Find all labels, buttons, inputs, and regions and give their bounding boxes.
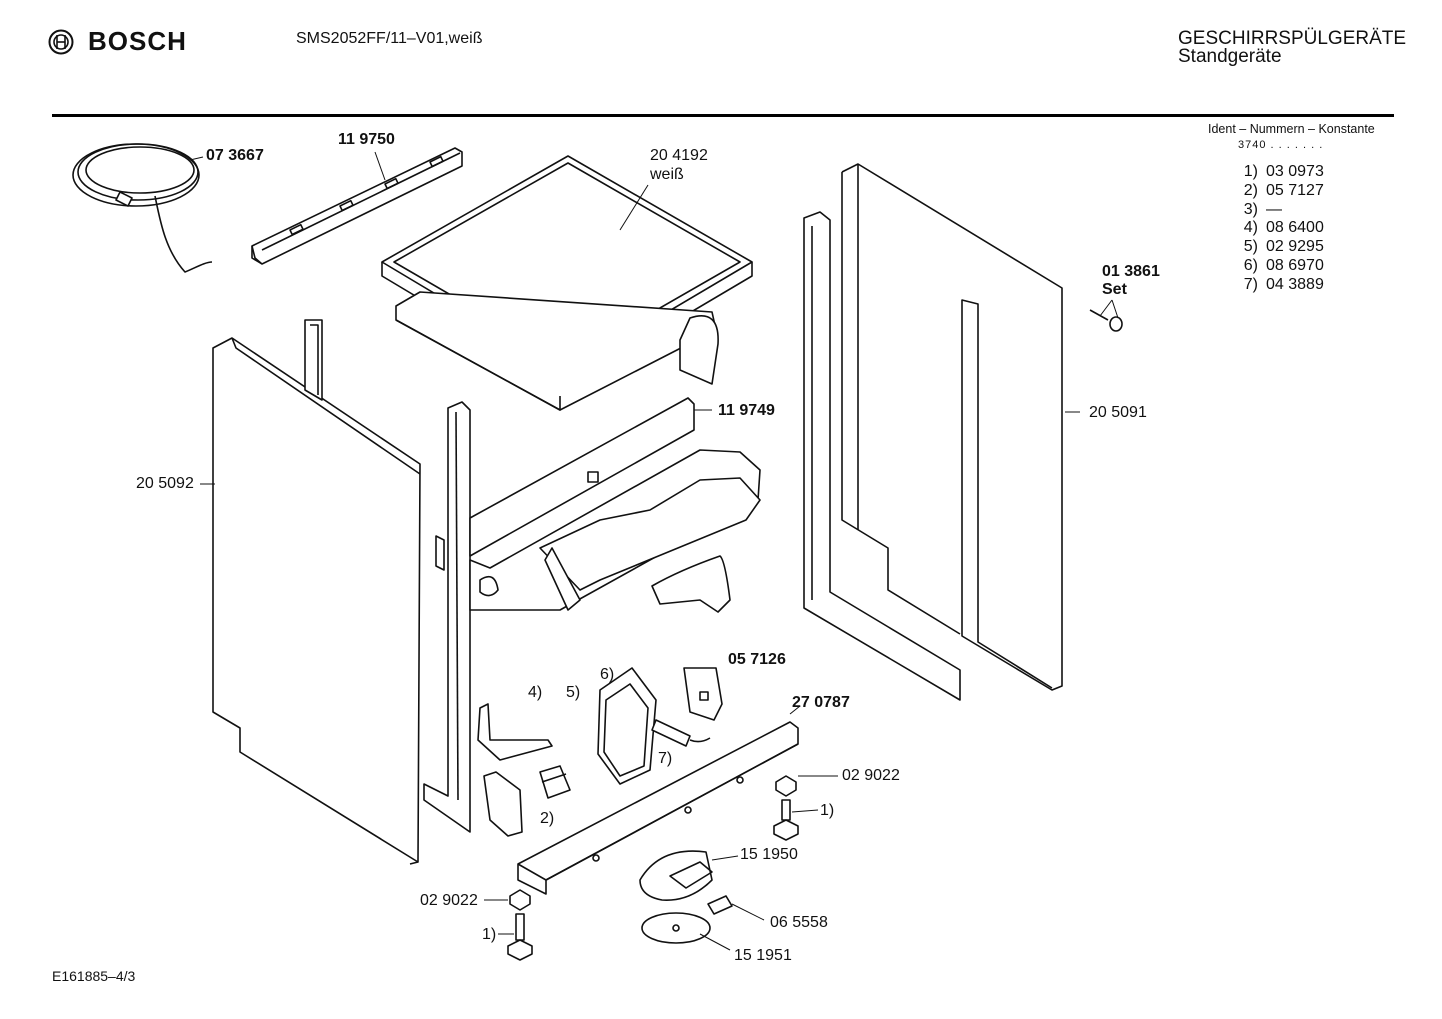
list-item: 4)08 6400 xyxy=(1243,219,1324,237)
part-label-151950: 15 1950 xyxy=(740,846,798,863)
part-label-205092: 20 5092 xyxy=(136,475,194,492)
header-divider xyxy=(52,114,1394,117)
rear-panel-part xyxy=(841,163,1063,691)
ref-label-1-right: 1) xyxy=(820,802,835,819)
part-label-065558: 06 5558 xyxy=(770,914,828,931)
part-label-073667: 07 3667 xyxy=(206,147,264,164)
list-item: 1)03 0973 xyxy=(1243,163,1324,180)
front-frame-rail-part xyxy=(423,401,471,833)
part-label-057126: 05 7126 xyxy=(728,651,786,668)
capacitor-7-part xyxy=(651,719,711,747)
ident-constant: 3740 . . . . . . . xyxy=(1238,139,1324,151)
power-cord-part xyxy=(72,143,213,273)
list-item: 5)02 9295 xyxy=(1243,238,1324,256)
ref-label-7: 7) xyxy=(658,750,673,767)
top-rail-part xyxy=(251,147,463,265)
list-item: 2)05 7127 xyxy=(1243,181,1324,199)
category-title: GESCHIRRSPÜLGERÄTE Standgeräte xyxy=(1178,28,1407,67)
terminal-block-5-part xyxy=(539,765,571,799)
brand-header: BOSCH xyxy=(48,26,187,57)
ident-list: 1)03 0973 2)05 7127 3)— 4)08 6400 5)02 9… xyxy=(1240,163,1324,295)
left-side-panel-part xyxy=(212,319,421,865)
ident-heading: Ident – Nummern – Konstante xyxy=(1208,122,1375,136)
category-line1: GESCHIRRSPÜLGERÄTE xyxy=(1178,28,1407,49)
bracket-4-part xyxy=(477,703,553,761)
part-label-029022-left: 02 9022 xyxy=(420,892,478,909)
cross-beam-part xyxy=(469,397,761,611)
ref-label-1-left: 1) xyxy=(482,926,497,943)
part-label-270787: 27 0787 xyxy=(792,694,850,711)
bracket-057126-part xyxy=(683,667,723,721)
sensor-part xyxy=(707,895,733,915)
part-label-205091: 20 5091 xyxy=(1089,404,1147,421)
mount-6-part xyxy=(597,667,657,785)
foot-left-part xyxy=(507,889,533,961)
worktop-part xyxy=(381,155,753,411)
model-number: SMS2052FF/11–V01,weiß xyxy=(296,30,483,47)
screw-set-part xyxy=(1089,299,1123,332)
list-item: 6)08 6970 xyxy=(1243,256,1324,274)
part-label-151951: 15 1951 xyxy=(734,947,792,964)
part-note-013861: Set xyxy=(1102,281,1127,298)
part-label-204192: 20 4192 xyxy=(650,147,708,164)
part-label-119750: 11 9750 xyxy=(338,131,395,148)
foot-right-part xyxy=(773,775,799,841)
ref-label-4: 4) xyxy=(528,684,543,701)
ref-label-5: 5) xyxy=(566,684,581,701)
bracket-2-part xyxy=(483,771,523,837)
rear-frame-part xyxy=(803,211,961,701)
list-item: 7)04 3889 xyxy=(1243,275,1324,293)
flow-switch-part xyxy=(639,850,713,901)
disc-part xyxy=(641,912,711,944)
air-duct-part xyxy=(651,555,731,613)
drawing-code: E161885–4/3 xyxy=(52,968,136,984)
part-label-029022-right: 02 9022 xyxy=(842,767,900,784)
bosch-logo-icon xyxy=(48,29,74,54)
ref-label-6: 6) xyxy=(600,666,615,683)
part-label-119749: 11 9749 xyxy=(718,402,775,419)
list-item: 3)— xyxy=(1243,200,1282,218)
part-label-013861: 01 3861 xyxy=(1102,263,1160,280)
brand-name: BOSCH xyxy=(88,26,187,56)
part-note-204192: weiß xyxy=(650,166,684,183)
category-line2: Standgeräte xyxy=(1178,46,1282,67)
bottom-rail-part xyxy=(517,721,799,895)
ref-label-2: 2) xyxy=(540,810,555,827)
